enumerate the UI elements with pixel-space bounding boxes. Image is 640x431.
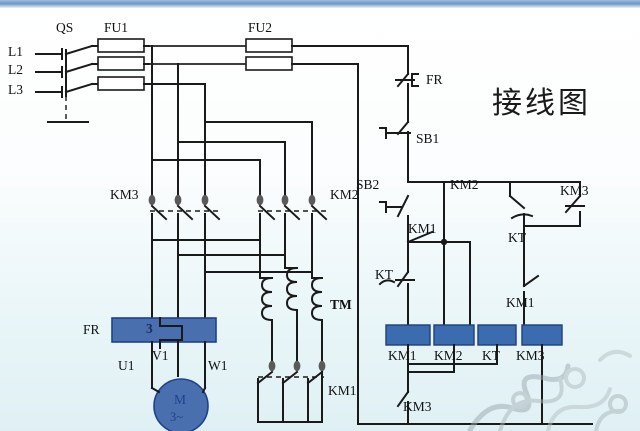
interlock-label-km3-top: KM3 [560, 183, 589, 198]
contactor-label-km2-main: KM2 [330, 187, 359, 202]
interlock-label-km2: KM2 [450, 177, 479, 192]
motor-terminal-label-w1: W1 [208, 358, 228, 373]
motor-terminal-label-v1: V1 [152, 348, 169, 363]
motor-terminal-label-u1: U1 [118, 358, 135, 373]
interlock-label-km1-right: KM1 [506, 295, 535, 310]
phase-label-l3: L3 [8, 82, 23, 97]
timer-nc-contact-label-kt: KT [375, 267, 393, 282]
slide-top-accent-bar [0, 0, 640, 8]
start-button-label-sb2: SB2 [356, 177, 380, 192]
motor-symbol-m: M [174, 392, 187, 407]
fuse-label-fu2: FU2 [248, 20, 273, 35]
control-contact-label-fr: FR [426, 72, 443, 87]
contactor-label-km1-main: KM1 [328, 383, 357, 398]
contactor-label-km3-main: KM3 [110, 187, 139, 202]
coil-label-km2: KM2 [434, 348, 463, 363]
coil-label-kt: KT [482, 348, 500, 363]
coil-label-km1: KM1 [388, 348, 417, 363]
stop-button-label-sb1: SB1 [416, 131, 440, 146]
overload-relay-pole-count: 3 [146, 321, 153, 336]
timer-no-contact-label-kt: KT [508, 230, 526, 245]
slide-title-cn: 接线图 [492, 86, 591, 121]
phase-label-l1: L1 [8, 44, 23, 59]
hold-contact-label-km1: KM1 [408, 221, 437, 236]
phase-label-l2: L2 [8, 62, 23, 77]
overload-relay-label-fr: FR [83, 322, 100, 337]
motor-phase-label: 3~ [170, 410, 184, 424]
coil-label-km3: KM3 [516, 348, 545, 363]
autotransformer-label-tm: TM [330, 297, 352, 312]
fuse-label-fu1: FU1 [104, 20, 129, 35]
interlock-label-km3-bottom: KM3 [403, 399, 432, 414]
disconnect-switch-label-qs: QS [56, 20, 74, 35]
